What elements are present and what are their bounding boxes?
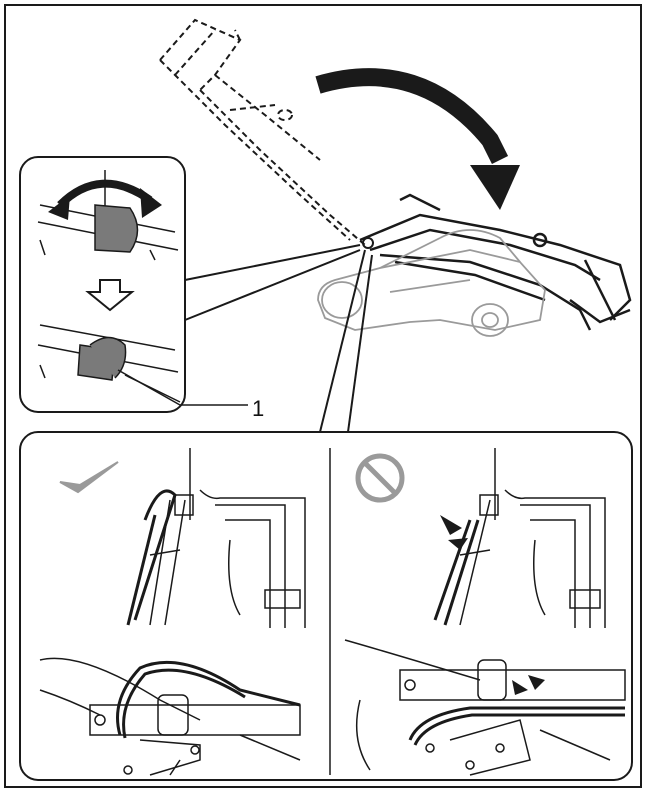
- down-arrow-icon: [85, 279, 135, 312]
- handle-folded: [359, 193, 632, 331]
- pivot-point: [362, 237, 374, 249]
- pinch-point-icon: [440, 515, 545, 695]
- correct-upper-view: [126, 448, 306, 628]
- mower-body: [317, 229, 546, 337]
- callout-number-1: 1: [252, 396, 265, 421]
- detail-inset: [19, 156, 248, 413]
- correct-lower-view: [39, 657, 301, 776]
- handle-upright-dashed: [159, 18, 366, 246]
- callout-leader: [117, 369, 181, 406]
- curved-arrow-icon: [315, 68, 520, 210]
- incorrect-lower-view: [344, 639, 626, 776]
- incorrect-upper-view: [433, 448, 606, 628]
- rotate-arrow-icon: [48, 179, 162, 220]
- checkmark-icon: [59, 461, 119, 494]
- leader-lines: [184, 244, 373, 433]
- outer-frame: [4, 4, 642, 788]
- clip-after: [37, 324, 181, 403]
- prohibited-icon: [355, 453, 405, 503]
- mower-illustration: [159, 18, 632, 337]
- comparison-panel: [19, 431, 633, 781]
